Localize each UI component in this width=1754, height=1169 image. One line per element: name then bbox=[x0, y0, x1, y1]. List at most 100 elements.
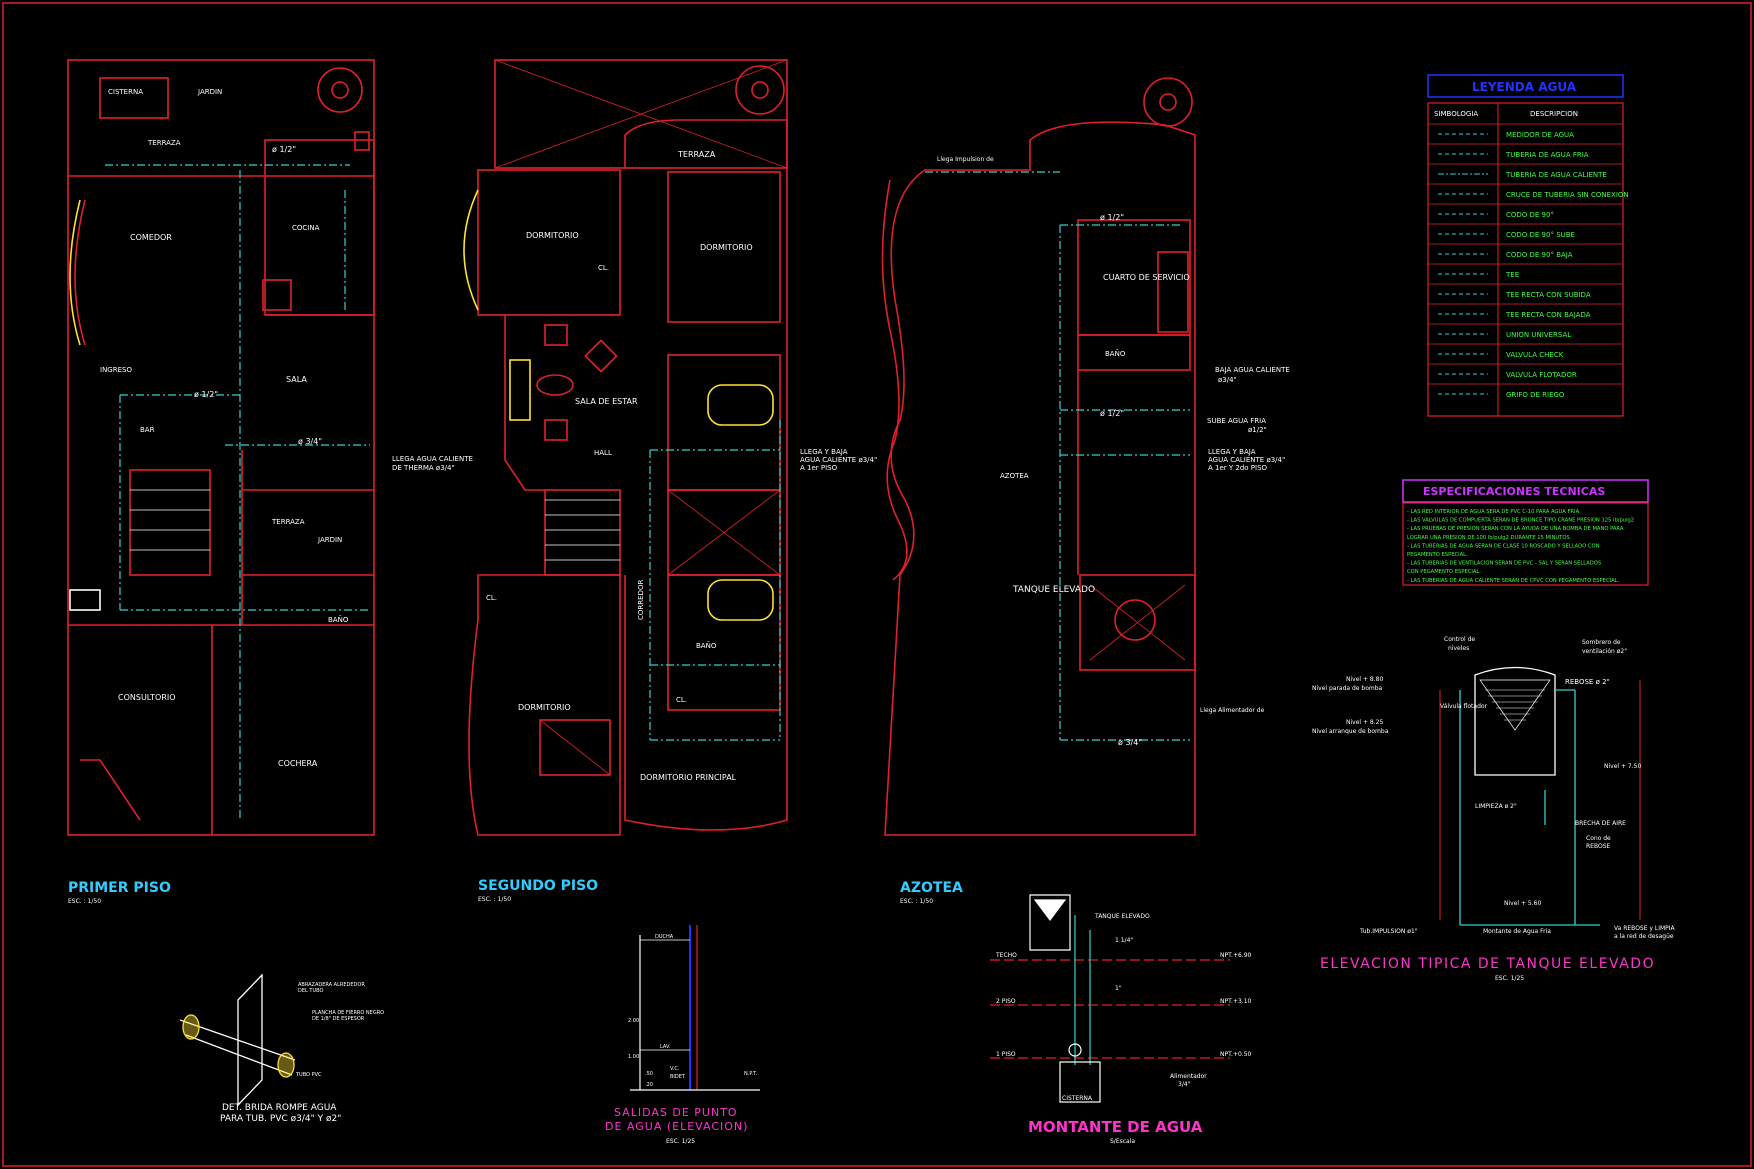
scale-montante: S/Escala bbox=[1110, 1138, 1135, 1145]
tank-limpieza: LIMPIEZA ø 2" bbox=[1475, 803, 1517, 810]
label-cisterna: CISTERNA bbox=[108, 88, 143, 96]
label-seg-cl2: CL. bbox=[486, 594, 497, 602]
tank-nivel-560: Nivel + 5.60 bbox=[1504, 900, 1541, 907]
montante-1piso: 1 PISO bbox=[996, 1051, 1016, 1058]
azotea-pipes bbox=[925, 171, 1190, 741]
tank-ventilacion: ventilación ø2" bbox=[1582, 648, 1627, 655]
note-llega-agua-caliente: LLEGA AGUA CALIENTE bbox=[392, 455, 473, 463]
dormitorio-1 bbox=[477, 169, 621, 316]
label-jardin2: JARDIN bbox=[317, 536, 342, 544]
segundo-piso-plan bbox=[463, 59, 788, 836]
specs-body-box bbox=[1402, 502, 1649, 586]
salidas-lav: LAV. bbox=[660, 1044, 671, 1050]
label-jardin: JARDIN bbox=[197, 88, 222, 96]
salidas-vc: V.C. bbox=[670, 1066, 680, 1072]
legend-row-label: CODO DE 90° SUBE bbox=[1506, 231, 1575, 239]
primer-piso-plan bbox=[67, 59, 375, 836]
tank-nivel-825: Nivel + 8.25 bbox=[1346, 719, 1383, 726]
tank-rebose2: REBOSE bbox=[1586, 843, 1611, 850]
legend-agua bbox=[1427, 74, 1624, 417]
stair-2 bbox=[544, 489, 621, 576]
brida-detail bbox=[179, 973, 296, 1107]
title-elevacion-tanque: ELEVACION TIPICA DE TANQUE ELEVADO bbox=[1320, 956, 1655, 972]
label-cuarto-servicio: CUARTO DE SERVICIO bbox=[1103, 273, 1190, 282]
azotea-pipe-2: ø 1/2" bbox=[1100, 409, 1124, 418]
legend-col1: SIMBOLOGIA bbox=[1434, 110, 1478, 118]
legend-row-label: TEE RECTA CON BAJADA bbox=[1505, 311, 1591, 319]
title-brida-1: DET. BRIDA ROMPE AGUA bbox=[222, 1103, 337, 1113]
azotea-plan bbox=[881, 77, 1196, 836]
tank-rebose: REBOSE ø 2" bbox=[1565, 678, 1610, 686]
tank-nivel-750: Nivel + 7.50 bbox=[1604, 763, 1641, 770]
montante-d114: 1 1/4" bbox=[1115, 937, 1133, 944]
note-baja-34: ø3/4" bbox=[1218, 376, 1237, 384]
montante-diagram bbox=[990, 894, 1230, 1103]
montante-a34: 3/4" bbox=[1178, 1081, 1191, 1088]
tanque-elevado-box bbox=[1079, 574, 1196, 671]
label-seg-terraza: TERRAZA bbox=[677, 150, 716, 159]
label-azotea-area: AZOTEA bbox=[1000, 472, 1029, 480]
spiral-stair-2 bbox=[735, 65, 785, 115]
note-a-1er-piso: A 1er PISO bbox=[800, 464, 838, 472]
legend-row-label: TEE RECTA CON SUBIDA bbox=[1505, 291, 1591, 299]
label-sala: SALA bbox=[286, 375, 307, 384]
salidas-h2: 1.00 bbox=[628, 1054, 639, 1060]
specs-line: CON PEGAMENTO ESPECIAL. bbox=[1407, 569, 1481, 575]
note-de-therma: DE THERMA ø3/4" bbox=[392, 464, 455, 472]
label-seg-hall: HALL bbox=[594, 449, 612, 457]
tank-control: Control de bbox=[1444, 636, 1475, 643]
montante-d1: 1" bbox=[1115, 985, 1122, 992]
label-cochera: COCHERA bbox=[278, 759, 318, 768]
title-montante: MONTANTE DE AGUA bbox=[1028, 1118, 1203, 1136]
montante-npt-310: NPT.+3.10 bbox=[1220, 998, 1252, 1005]
pipe-label-2: ø 3/4" bbox=[298, 437, 322, 446]
brida-n4: DE 1/8" DE ESPESOR bbox=[312, 1016, 365, 1022]
legend-row-label: TUBERIA DE AGUA CALIENTE bbox=[1505, 171, 1607, 179]
montante-npt-690: NPT.+6.90 bbox=[1220, 952, 1252, 959]
tank-va-rebose: Va REBOSE y LIMPIA bbox=[1614, 925, 1676, 932]
segundo-void bbox=[494, 59, 788, 169]
salidas-h4: .20 bbox=[645, 1082, 653, 1088]
note-sube-agua-fria: SUBE AGUA FRIA bbox=[1207, 417, 1266, 425]
label-seg-sala-estar: SALA DE ESTAR bbox=[575, 397, 638, 406]
text-layer: CISTERNA JARDIN TERRAZA COMEDOR COCINA I… bbox=[68, 80, 1676, 1145]
specs-title-box bbox=[1402, 479, 1649, 503]
scale-segundo-piso: ESC. : 1/50 bbox=[478, 896, 511, 903]
tank-nivel-880: Nivel + 8.80 bbox=[1346, 676, 1383, 683]
title-brida-2: PARA TUB. PVC ø3/4" Y ø2" bbox=[220, 1114, 341, 1124]
bano-azotea bbox=[1077, 334, 1191, 371]
specs-line: - LAS TUBERIAS DE AGUA CALIENTE SERAN DE… bbox=[1407, 578, 1620, 584]
brida-n3: PLANCHA DE FIERRO NEGRO bbox=[312, 1010, 384, 1016]
legend-row-label: CRUCE DE TUBERIA SIN CONEXION bbox=[1506, 191, 1629, 199]
note-llega-y-baja-2: LLEGA Y BAJA bbox=[1208, 448, 1256, 456]
note-a-1er-2do: A 1er Y 2do PISO bbox=[1208, 464, 1268, 472]
legend-row-label: CODO DE 90° bbox=[1506, 211, 1554, 219]
specs-line: - LAS TUBERIAS DE VENTILACION SERAN DE P… bbox=[1407, 561, 1601, 567]
note-llega-alimentador: Llega Alimentador de bbox=[1200, 707, 1265, 714]
legend-row-label: VALVULA FLOTADOR bbox=[1506, 371, 1577, 379]
legend-row-label: MEDIDOR DE AGUA bbox=[1506, 131, 1574, 139]
scale-salidas: ESC. 1/25 bbox=[666, 1138, 695, 1145]
pipe-label-1: ø 1/2" bbox=[272, 145, 296, 154]
legend-row-label: TUBERIA DE AGUA FRIA bbox=[1505, 151, 1589, 159]
montante-npt-050: NPT.+0.50 bbox=[1220, 1051, 1252, 1058]
label-seg-dormitorio3: DORMITORIO bbox=[518, 703, 571, 712]
montante-2piso: 2 PISO bbox=[996, 998, 1016, 1005]
label-bano: BAÑO bbox=[328, 615, 349, 624]
tank-red-desague: a la red de desagüe bbox=[1614, 933, 1674, 940]
primer-outer-wall bbox=[67, 59, 375, 836]
scale-azotea: ESC. : 1/50 bbox=[900, 898, 933, 905]
spiral-stair bbox=[317, 67, 363, 113]
label-tanque-elevado: TANQUE ELEVADO bbox=[1012, 585, 1095, 595]
salidas-npt: N.P.T. bbox=[744, 1071, 758, 1077]
tank-sombrero: Sombrero de bbox=[1582, 639, 1621, 646]
dormitorio-3 bbox=[468, 574, 621, 836]
montante-tanque: TANQUE ELEVADO bbox=[1094, 913, 1150, 920]
salidas-h3: .50 bbox=[645, 1071, 653, 1077]
salidas-elevacion bbox=[630, 925, 760, 1091]
segundo-piso-pipes bbox=[649, 420, 781, 741]
primer-piso-pipes bbox=[105, 164, 370, 820]
label-consultorio: CONSULTORIO bbox=[118, 693, 176, 702]
cisterna-box bbox=[99, 77, 169, 119]
